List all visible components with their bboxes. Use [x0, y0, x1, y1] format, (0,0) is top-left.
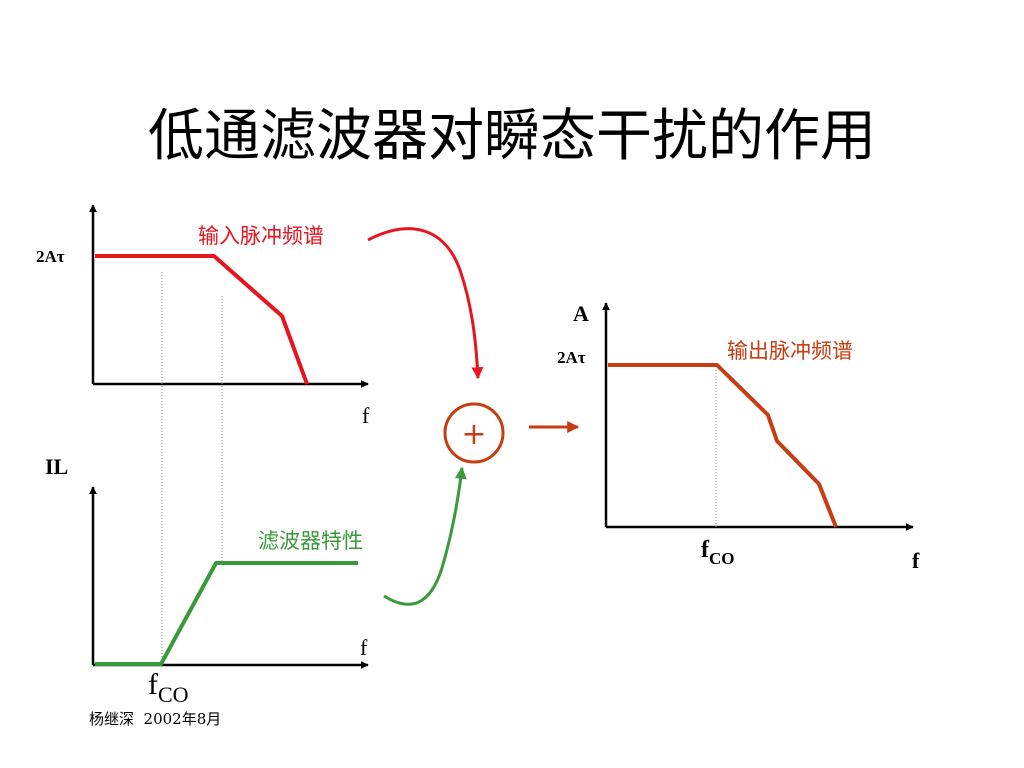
input-spectrum-label: 输入脉冲频谱	[198, 224, 324, 248]
filter-to-sum-arrow	[383, 466, 467, 606]
input-y-tick-label: 2Aτ	[36, 247, 65, 266]
filter-cutoff-label: fCO	[148, 668, 189, 707]
output-spectrum-chart: A 2Aτ f 输出脉冲频谱 fCO	[557, 301, 920, 573]
output-x-axis-label: f	[912, 548, 920, 573]
input-spectrum-chart: 2Aτ f 输入脉冲频谱	[36, 204, 370, 428]
filter-characteristic-curve	[95, 561, 358, 666]
footer-author-date: 杨继深 2002年8月	[89, 710, 221, 728]
input-x-axis-label: f	[362, 403, 370, 428]
output-cutoff-main: f	[701, 537, 710, 563]
output-spectrum-label: 输出脉冲频谱	[727, 339, 853, 363]
filter-x-axis-label: f	[360, 635, 368, 660]
input-to-sum-arrow	[367, 227, 484, 380]
input-spectrum-curve	[95, 254, 309, 385]
output-cutoff-label: fCO	[701, 537, 735, 568]
filter-cutoff-main: f	[148, 668, 158, 701]
summing-symbol: +	[461, 417, 486, 452]
output-cutoff-sub: CO	[709, 549, 735, 568]
output-y-tick-label: 2Aτ	[557, 348, 586, 367]
filter-cutoff-sub: CO	[158, 682, 189, 707]
slide-title: 低通滤波器对瞬态干扰的作用	[148, 104, 876, 169]
output-spectrum-curve	[608, 363, 838, 528]
summing-circle	[443, 402, 505, 464]
filter-curve-label: 滤波器特性	[258, 529, 363, 553]
output-y-axis-label: A	[573, 301, 589, 326]
filter-characteristic-chart: IL f 滤波器特性 fCO	[45, 454, 369, 707]
filter-y-axis-label: IL	[45, 454, 68, 479]
summing-junction: +	[443, 402, 505, 464]
